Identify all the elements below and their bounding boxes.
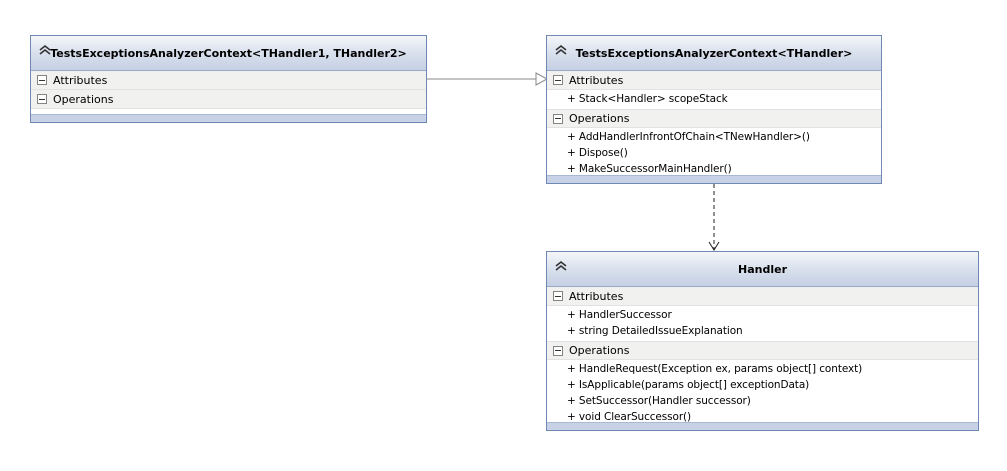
operations-list: + HandleRequest(Exception ex, params obj…	[547, 360, 978, 427]
class-footer	[31, 114, 426, 122]
collapse-minus-icon[interactable]	[37, 75, 47, 85]
attribute-item[interactable]: + Stack<Handler> scopeStack	[567, 93, 728, 105]
class-title: TestsExceptionsAnalyzerContext<THandler>	[575, 46, 853, 60]
attributes-label: Attributes	[569, 73, 624, 87]
operation-item[interactable]: + AddHandlerInfrontOfChain<TNewHandler>(…	[567, 131, 810, 143]
collapse-minus-icon[interactable]	[553, 345, 563, 356]
operation-item[interactable]: + Dispose()	[567, 147, 628, 159]
collapse-minus-icon[interactable]	[553, 291, 563, 301]
operations-label: Operations	[53, 92, 114, 106]
class-title: TestsExceptionsAnalyzerContext<THandler1…	[50, 46, 407, 60]
inheritance-arrowhead	[535, 72, 549, 86]
class-handler[interactable]: Handler Attributes + HandlerSuccessor + …	[546, 251, 979, 431]
attributes-section-header[interactable]: Attributes	[31, 71, 426, 90]
collapse-minus-icon[interactable]	[553, 113, 563, 124]
attribute-item[interactable]: + string DetailedIssueExplanation	[567, 325, 743, 337]
attributes-label: Attributes	[53, 73, 108, 87]
attributes-section-header[interactable]: Attributes	[547, 71, 881, 90]
operations-section-header[interactable]: Operations	[547, 109, 881, 128]
attribute-item[interactable]: + HandlerSuccessor	[567, 309, 672, 321]
collapse-chevron-icon[interactable]	[552, 42, 570, 58]
class-footer	[547, 175, 881, 183]
class-header[interactable]: Handler	[547, 252, 978, 287]
attributes-section-header[interactable]: Attributes	[547, 287, 978, 306]
attributes-label: Attributes	[569, 289, 624, 303]
collapse-chevron-icon[interactable]	[36, 42, 54, 58]
dependency-arrowhead	[708, 241, 720, 251]
operations-section-header[interactable]: Operations	[547, 341, 978, 360]
operation-item[interactable]: + void ClearSuccessor()	[567, 411, 692, 423]
operations-section-header[interactable]: Operations	[31, 90, 426, 109]
class-header[interactable]: TestsExceptionsAnalyzerContext<THandler1…	[31, 36, 426, 71]
attributes-list: + Stack<Handler> scopeStack	[547, 90, 881, 109]
class-context-two-handlers[interactable]: TestsExceptionsAnalyzerContext<THandler1…	[30, 35, 427, 123]
collapse-minus-icon[interactable]	[37, 94, 47, 104]
operations-label: Operations	[569, 344, 630, 357]
operation-item[interactable]: + IsApplicable(params object[] exception…	[567, 379, 810, 391]
operation-item[interactable]: + MakeSuccessorMainHandler()	[567, 163, 732, 175]
class-footer	[547, 422, 978, 430]
collapse-chevron-icon[interactable]	[552, 258, 570, 274]
operation-item[interactable]: + HandleRequest(Exception ex, params obj…	[567, 363, 863, 375]
attributes-list: + HandlerSuccessor + string DetailedIssu…	[547, 306, 978, 341]
operations-list: + AddHandlerInfrontOfChain<TNewHandler>(…	[547, 128, 881, 179]
class-context-single-handler[interactable]: TestsExceptionsAnalyzerContext<THandler>…	[546, 35, 882, 184]
class-header[interactable]: TestsExceptionsAnalyzerContext<THandler>	[547, 36, 881, 71]
operations-label: Operations	[569, 112, 630, 125]
class-title: Handler	[738, 262, 787, 276]
operation-item[interactable]: + SetSuccessor(Handler successor)	[567, 395, 751, 407]
collapse-minus-icon[interactable]	[553, 75, 563, 85]
